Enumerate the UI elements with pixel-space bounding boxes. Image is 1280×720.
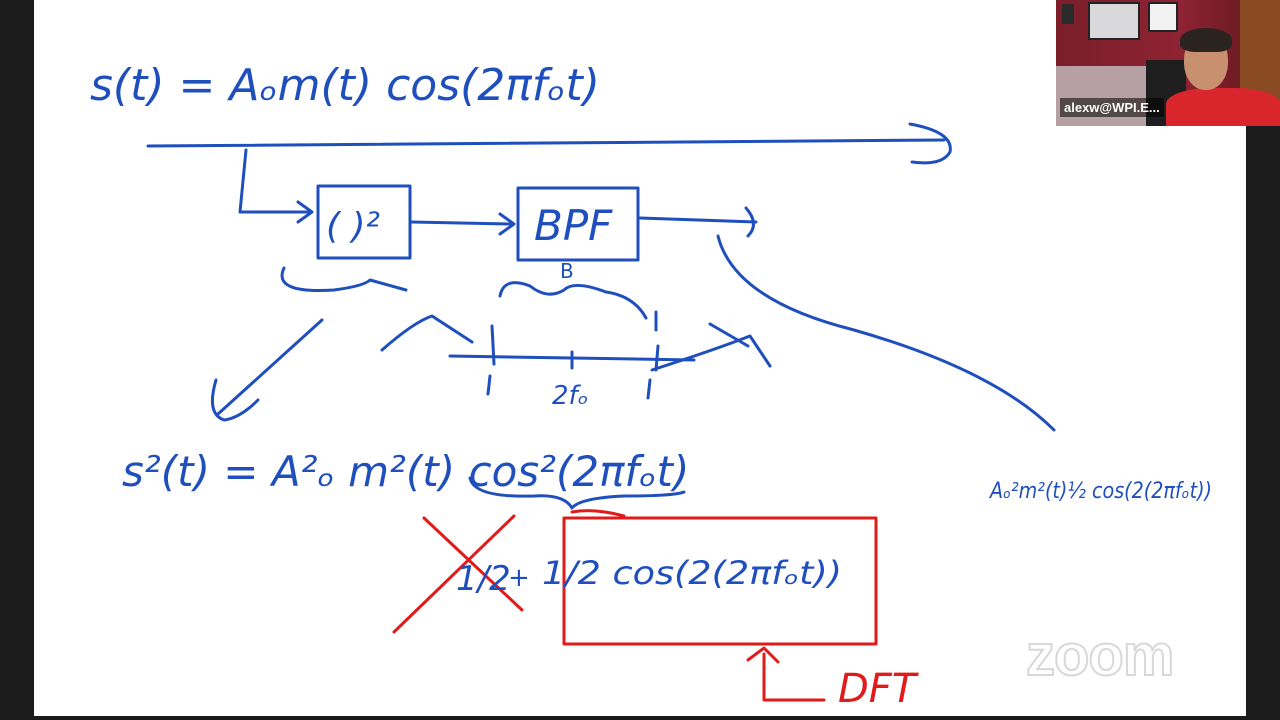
bpf-label: BPF (534, 201, 613, 250)
highlight-box (562, 516, 878, 646)
dft-label: DFT (838, 666, 920, 712)
branch-arrowhead (296, 200, 314, 224)
signal-line (146, 138, 946, 148)
spectrum-left-lobe (380, 314, 474, 352)
square-block (316, 184, 412, 260)
expansion-plus: + (508, 563, 530, 593)
dft-arrow-head (746, 646, 780, 664)
participant-hair (1180, 28, 1232, 52)
dft-arrow-line (762, 652, 826, 702)
branch-line (238, 148, 312, 214)
down-arrow-line (216, 318, 324, 416)
axis-tick-left (486, 324, 496, 396)
wall-frame-clock (1148, 2, 1178, 32)
participant-shirt (1166, 88, 1280, 126)
zoom-logo: zoom (1025, 622, 1175, 689)
bpf-output-arrowhead (744, 206, 755, 238)
participant-name-label: alexw@WPI.E... (1060, 98, 1164, 117)
square-block-label: ( )² (326, 206, 380, 247)
bandwidth-letter: B (560, 259, 574, 283)
spectrum-cross (708, 322, 750, 348)
to-bpf-line (410, 220, 514, 226)
expansion-half: 1/2 (456, 559, 511, 599)
spectrum-right-lobe (650, 334, 772, 372)
video-couch (1056, 66, 1146, 126)
ink-layer: s(t) = Aₒm(t) cos(2πfₒt) ( )² BPF B (90, 60, 1212, 712)
axis-tick-right (646, 310, 660, 400)
wall-frame-picture (1088, 2, 1140, 40)
cross-out-stroke-b (392, 514, 516, 634)
cos-squared-brace (468, 476, 686, 510)
axis-center-label: 2fₒ (552, 381, 588, 411)
whiteboard-canvas: s(t) = Aₒm(t) cos(2πfₒt) ( )² BPF B (34, 0, 1246, 716)
output-expression: Aₒ²m²(t)½ cos(2(2πfₒt)) (988, 479, 1212, 504)
expansion-term: 1/2 cos(2(2πfₒt)) (542, 554, 842, 592)
to-bpf-arrowhead (498, 212, 516, 236)
highlight-box-top-sweep (570, 509, 626, 518)
signal-arrowhead (908, 122, 952, 165)
bpf-block (516, 186, 640, 262)
down-arrow-head (210, 378, 260, 422)
eq-signal: s(t) = Aₒm(t) cos(2πfₒt) (90, 60, 600, 111)
cross-out-stroke-a (422, 516, 524, 612)
bandwidth-brace (498, 281, 648, 320)
squarer-brace (280, 266, 408, 293)
bpf-output-line (638, 216, 758, 224)
output-curve (716, 234, 1056, 432)
wall-frame-left (1062, 4, 1074, 24)
eq-squared: s²(t) = A²ₒ m²(t) cos²(2πfₒt) (122, 447, 689, 496)
participant-video-tile[interactable]: alexw@WPI.E... (1056, 0, 1280, 126)
